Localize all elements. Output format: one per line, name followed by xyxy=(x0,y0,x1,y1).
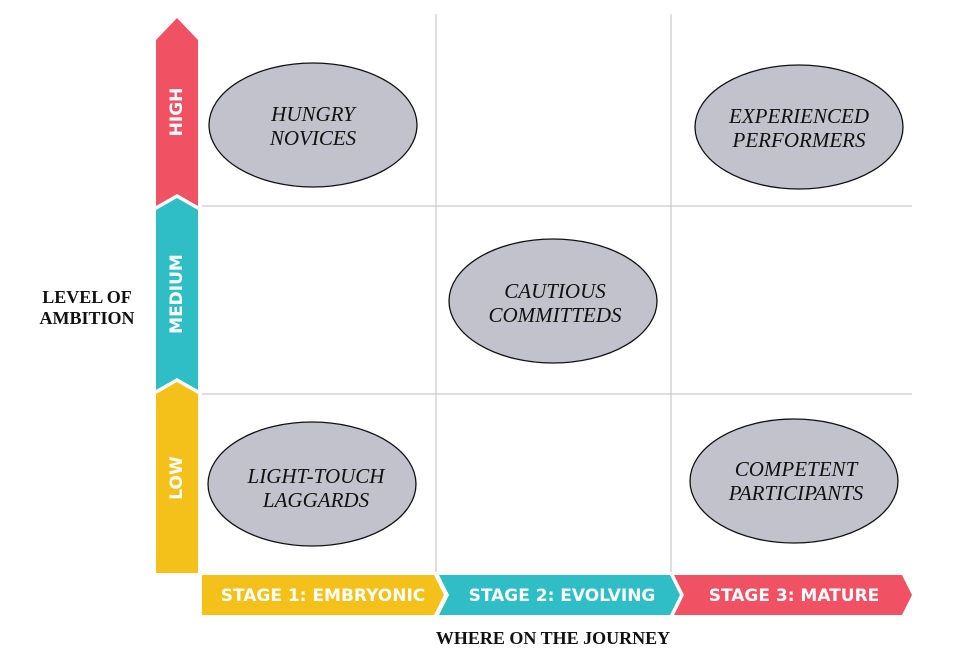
segment-ellipse xyxy=(694,64,904,190)
segment-light-touch-laggards: LIGHT-TOUCH LAGGARDS xyxy=(207,421,417,547)
segment-label-line1: CAUTIOUS xyxy=(504,279,606,303)
stage-3-arrow xyxy=(674,575,912,615)
segment-ellipse xyxy=(208,62,418,188)
x-axis-arrow: STAGE 1: EMBRYONIC STAGE 2: EVOLVING STA… xyxy=(202,575,912,615)
segment-ellipse xyxy=(207,421,417,547)
segment-label-line1: COMPETENT xyxy=(735,457,859,481)
segment-experienced-performers: EXPERIENCED PERFORMERS xyxy=(694,64,904,190)
segment-label-line2: NOVICES xyxy=(269,126,357,150)
stage-2-arrow xyxy=(439,575,680,615)
segment-label-line2: PERFORMERS xyxy=(732,128,866,152)
segment-ellipse xyxy=(689,418,899,544)
segment-hungry-novices: HUNGRY NOVICES xyxy=(208,62,418,188)
segment-label-line2: COMMITTEDS xyxy=(488,303,622,327)
stage-3-label: STAGE 3: MATURE xyxy=(709,586,880,606)
stage-2-label: STAGE 2: EVOLVING xyxy=(469,586,656,606)
segment-label-line1: LIGHT-TOUCH xyxy=(247,464,387,488)
level-low-label: LOW xyxy=(167,456,187,500)
y-axis-arrow: HIGH MEDIUM LOW xyxy=(156,18,198,573)
level-high-label: HIGH xyxy=(167,88,187,137)
level-medium-arrow xyxy=(156,198,198,390)
level-medium-label: MEDIUM xyxy=(167,254,187,334)
y-axis-label-line1: LEVEL OF xyxy=(42,287,132,307)
segment-ellipse xyxy=(448,238,658,364)
segment-label-line1: EXPERIENCED xyxy=(728,104,869,128)
segment-label-line2: PARTICIPANTS xyxy=(728,481,864,505)
x-axis-label: WHERE ON THE JOURNEY xyxy=(436,628,670,648)
y-axis-label-line2: AMBITION xyxy=(39,308,134,328)
stage-1-label: STAGE 1: EMBRYONIC xyxy=(221,586,426,606)
grid xyxy=(202,14,912,572)
level-low-arrow xyxy=(156,382,198,573)
segment-label-line1: HUNGRY xyxy=(270,102,357,126)
segment-competent-participants: COMPETENT PARTICIPANTS xyxy=(689,418,899,544)
stage-1-arrow xyxy=(202,575,444,615)
segment-cautious-committeds: CAUTIOUS COMMITTEDS xyxy=(448,238,658,364)
segment-label-line2: LAGGARDS xyxy=(262,488,370,512)
level-high-arrow xyxy=(156,18,198,206)
